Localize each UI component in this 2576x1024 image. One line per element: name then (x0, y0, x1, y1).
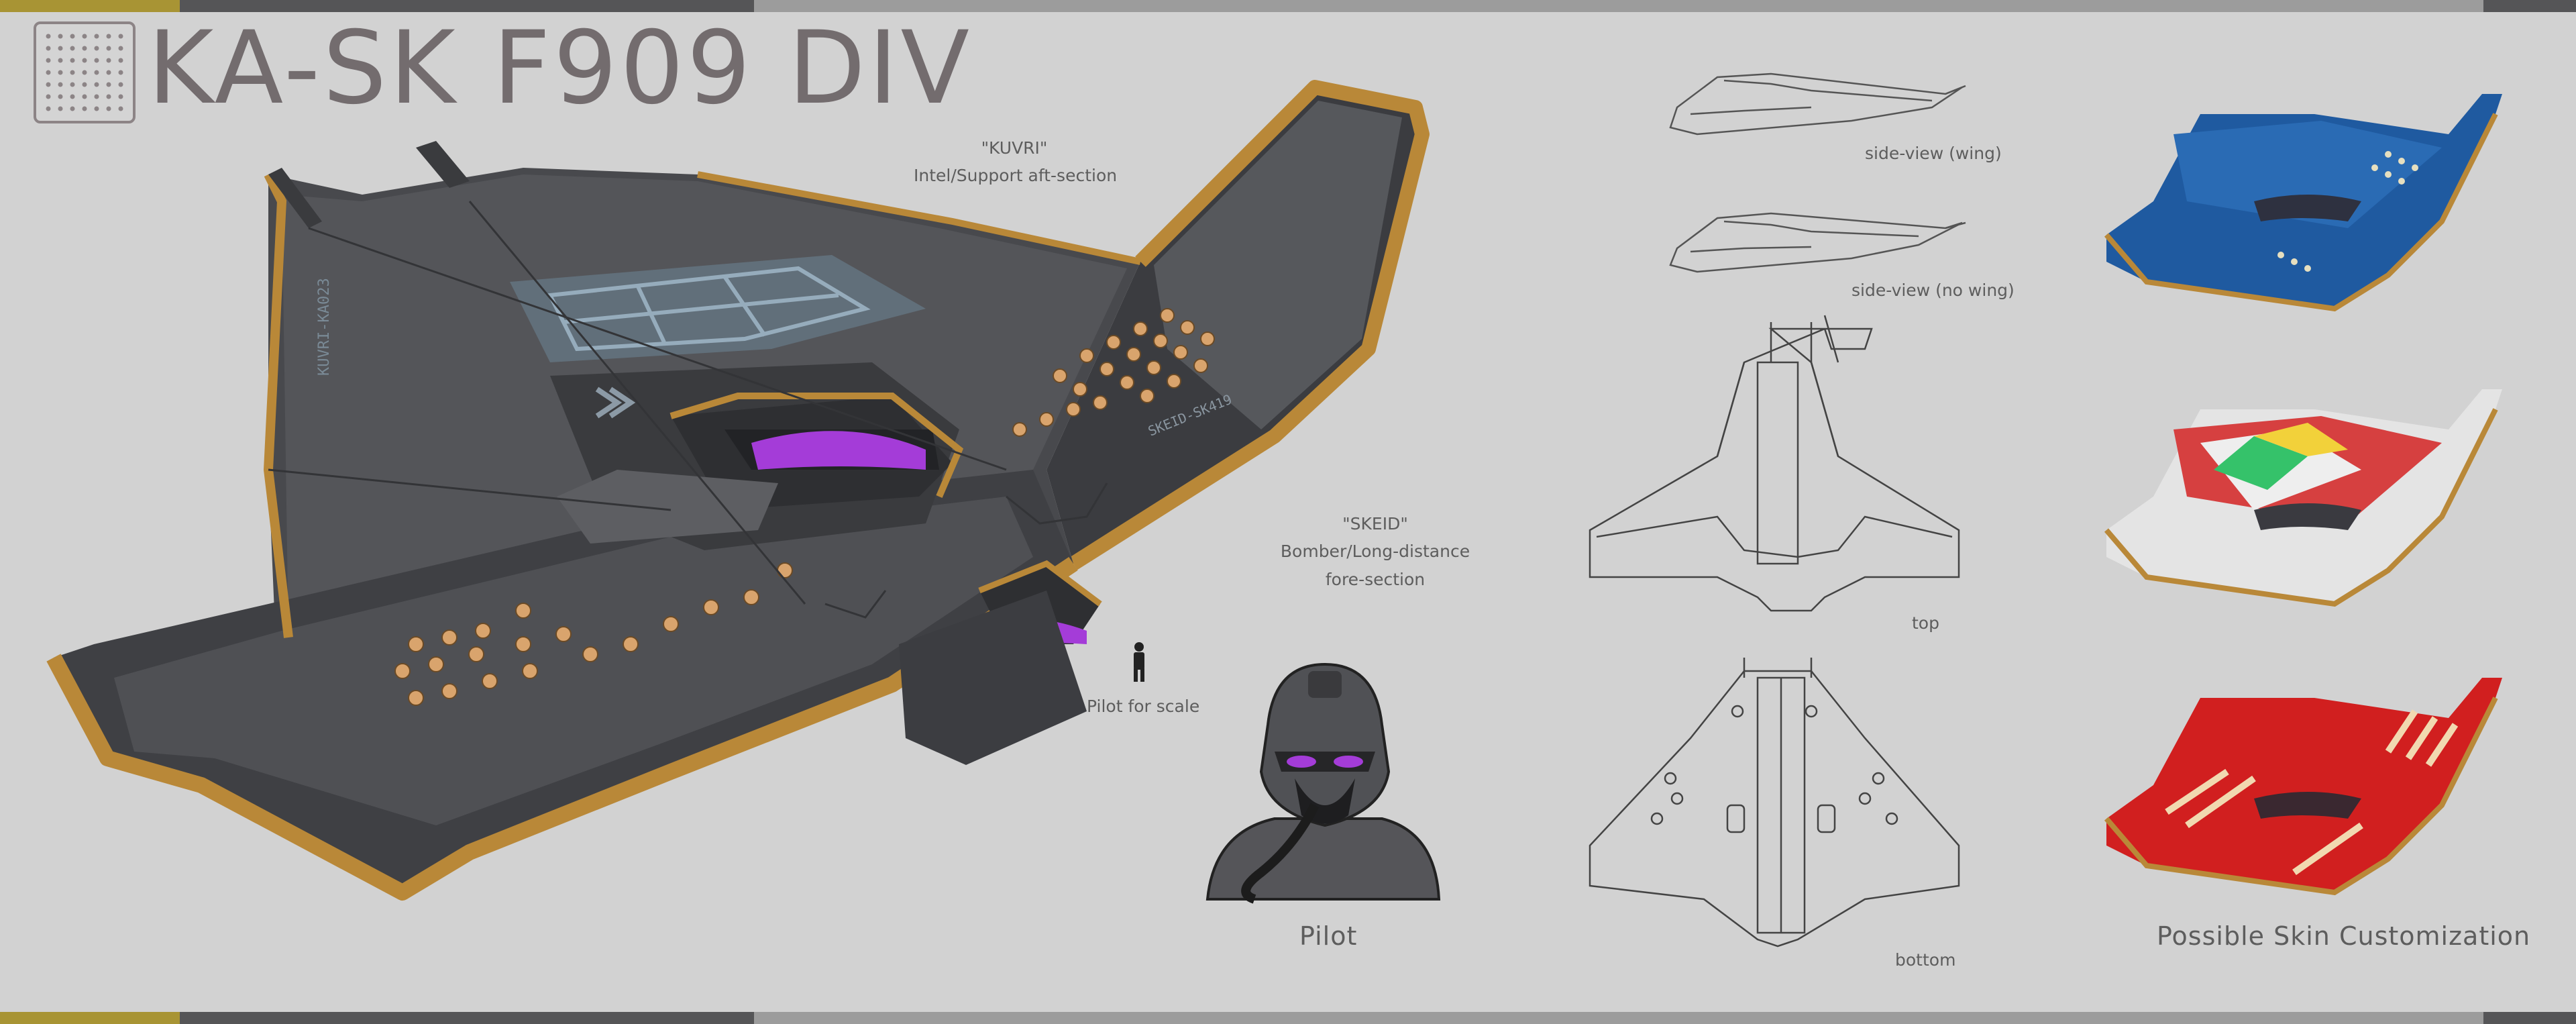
skeid-label: "SKEID" Bomber/Long-distance fore-sectio… (1275, 510, 1476, 593)
kuvri-role: Intel/Support aft-section (914, 166, 1118, 186)
bottom-accent-bar (0, 1012, 2576, 1024)
bottom-view-label: bottom (1895, 950, 1956, 970)
side-view-wing-drawing (1669, 72, 1966, 136)
kuvri-label: "KUVRI" Intel/Support aft-section (914, 134, 1118, 190)
skin-white-render (2104, 389, 2502, 607)
pilot-label: Pilot (1299, 921, 1358, 951)
top-view-drawing (1589, 315, 1960, 612)
skeid-role: Bomber/Long-distance (1280, 542, 1470, 562)
kuvri-name: "KUVRI" (981, 138, 1048, 158)
top-accent-bar (0, 0, 2576, 12)
skeid-name: "SKEID" (1342, 514, 1408, 533)
page-title: KA-SK F909 DIV (148, 10, 973, 127)
side-view-no-wing-label: side-view (no wing) (1851, 280, 2015, 300)
pilot-scale-figure (1134, 642, 1144, 682)
pilot-scale-label: Pilot for scale (1087, 697, 1200, 716)
skins-label: Possible Skin Customization (2157, 921, 2531, 951)
hull-marking-aft: KUVRI-KA023 (316, 278, 333, 376)
skeid-section: fore-section (1325, 569, 1426, 589)
side-view-wing-label: side-view (wing) (1865, 144, 2002, 163)
top-view-label: top (1912, 613, 1939, 633)
bottom-view-drawing (1589, 658, 1960, 948)
skin-red-render (2104, 678, 2502, 896)
pilot-bust-illustration (1205, 662, 1441, 904)
side-view-no-wing-drawing (1669, 212, 1966, 273)
logo-grid-icon (34, 21, 136, 123)
skin-blue-render (2104, 94, 2502, 312)
